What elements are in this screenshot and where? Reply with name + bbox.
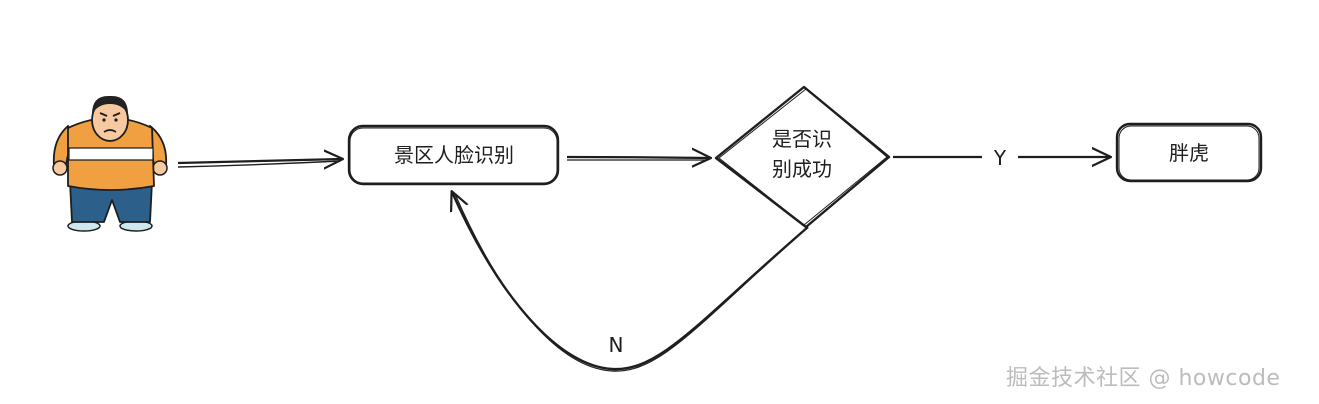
edge-label-yes: Y xyxy=(993,146,1007,170)
edge-decision-no-loop: N xyxy=(452,192,809,372)
edge-recognition-to-decision xyxy=(566,157,710,160)
node-decision-recognition-success[interactable]: 是否识 别成功 xyxy=(714,85,891,229)
edge-actor-to-recognition xyxy=(177,159,342,167)
decision-label-line2: 别成功 xyxy=(772,157,832,181)
node-pangfu[interactable]: 胖虎 xyxy=(1115,122,1263,183)
edge-label-no: N xyxy=(609,333,624,357)
node-label-pangfu: 胖虎 xyxy=(1169,141,1209,165)
watermark-text: 掘金技术社区 @ howcode xyxy=(1006,366,1281,391)
character-figure-icon xyxy=(52,95,168,232)
node-scenic-face-recognition[interactable]: 景区人脸识别 xyxy=(347,124,560,186)
node-label-recognition: 景区人脸识别 xyxy=(394,143,514,167)
edge-decision-yes: Y xyxy=(893,146,1110,170)
decision-label-line1: 是否识 xyxy=(772,127,832,151)
